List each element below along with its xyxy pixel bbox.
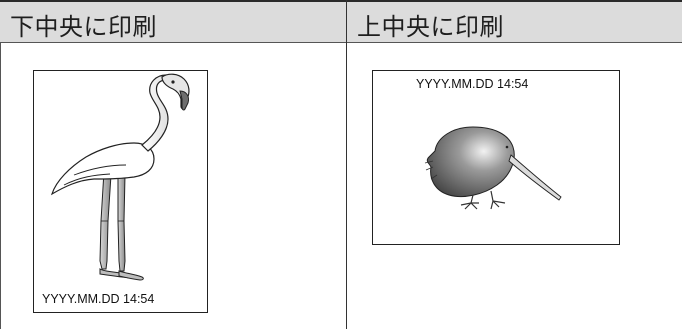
flamingo-illustration [50, 73, 190, 281]
header-cell-top-center: 上中央に印刷 [347, 0, 682, 43]
column-divider [346, 0, 347, 329]
header-label-top-center: 上中央に印刷 [357, 13, 504, 41]
table-left-border [0, 43, 1, 329]
landscape-sheet-preview: YYYY.MM.DD 14:54 [372, 70, 620, 245]
date-time-stamp-bottom: YYYY.MM.DD 14:54 [42, 292, 155, 306]
date-time-stamp-top: YYYY.MM.DD 14:54 [416, 77, 529, 91]
portrait-sheet-preview: YYYY.MM.DD 14:54 [33, 70, 208, 313]
header-cell-bottom-center: 下中央に印刷 [0, 0, 346, 43]
kiwi-bird-illustration [424, 126, 562, 210]
header-label-bottom-center: 下中央に印刷 [10, 13, 157, 41]
